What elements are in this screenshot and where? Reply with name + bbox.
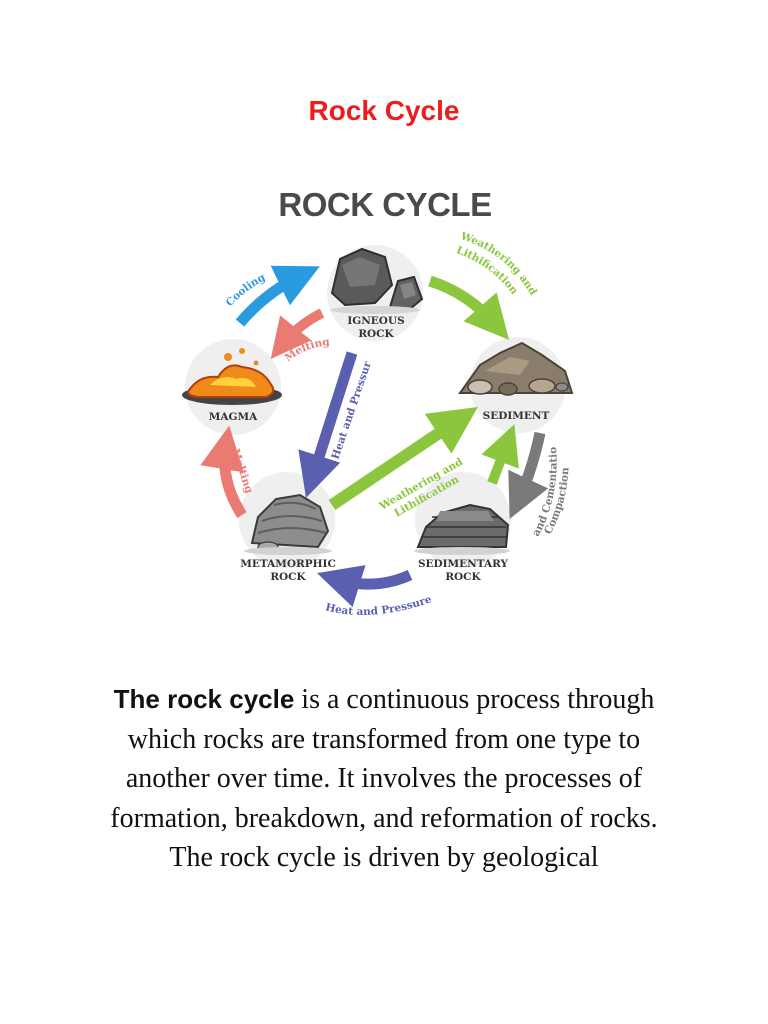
heat-pressure-diagonal-arrow: [298, 351, 358, 498]
sediment-icon: [458, 341, 574, 396]
description-rest: is a continuous process through which ro…: [110, 684, 658, 834]
sedimentary-rock-icon: [414, 503, 510, 555]
sediment-label: SEDIMENT: [483, 410, 550, 422]
metamorphic-rock-icon: [244, 493, 332, 555]
weathering-diagonal-arrow: [328, 406, 478, 510]
weathering-top-label: Weathering and: [458, 230, 539, 298]
description-lead: The rock cycle: [113, 684, 295, 714]
igneous-rock-icon: [330, 247, 424, 314]
melting-inner-arrow: [270, 308, 325, 360]
magma-icon: [182, 348, 282, 405]
heat-pressure-bottom-label: Heat and Pressure: [324, 593, 433, 618]
weathering-top-arrow: [428, 275, 510, 340]
compaction-arrow: [508, 431, 549, 519]
magma-label: MAGMA: [209, 411, 258, 423]
description-paragraph: The rock cycle is a continuous process t…: [84, 680, 684, 838]
cooling-arrow: [235, 265, 320, 327]
melting-left-arrow: [200, 425, 247, 518]
page-heading: Rock Cycle: [308, 95, 460, 126]
description-second-line: The rock cycle is driven by geological: [169, 842, 599, 873]
diagram-title: ROCK CYCLE: [278, 186, 491, 223]
description: The rock cycle is a continuous process t…: [84, 680, 684, 878]
weathering-small-arrow: [481, 424, 519, 485]
heat-pressure-bottom-arrow: [317, 565, 413, 608]
